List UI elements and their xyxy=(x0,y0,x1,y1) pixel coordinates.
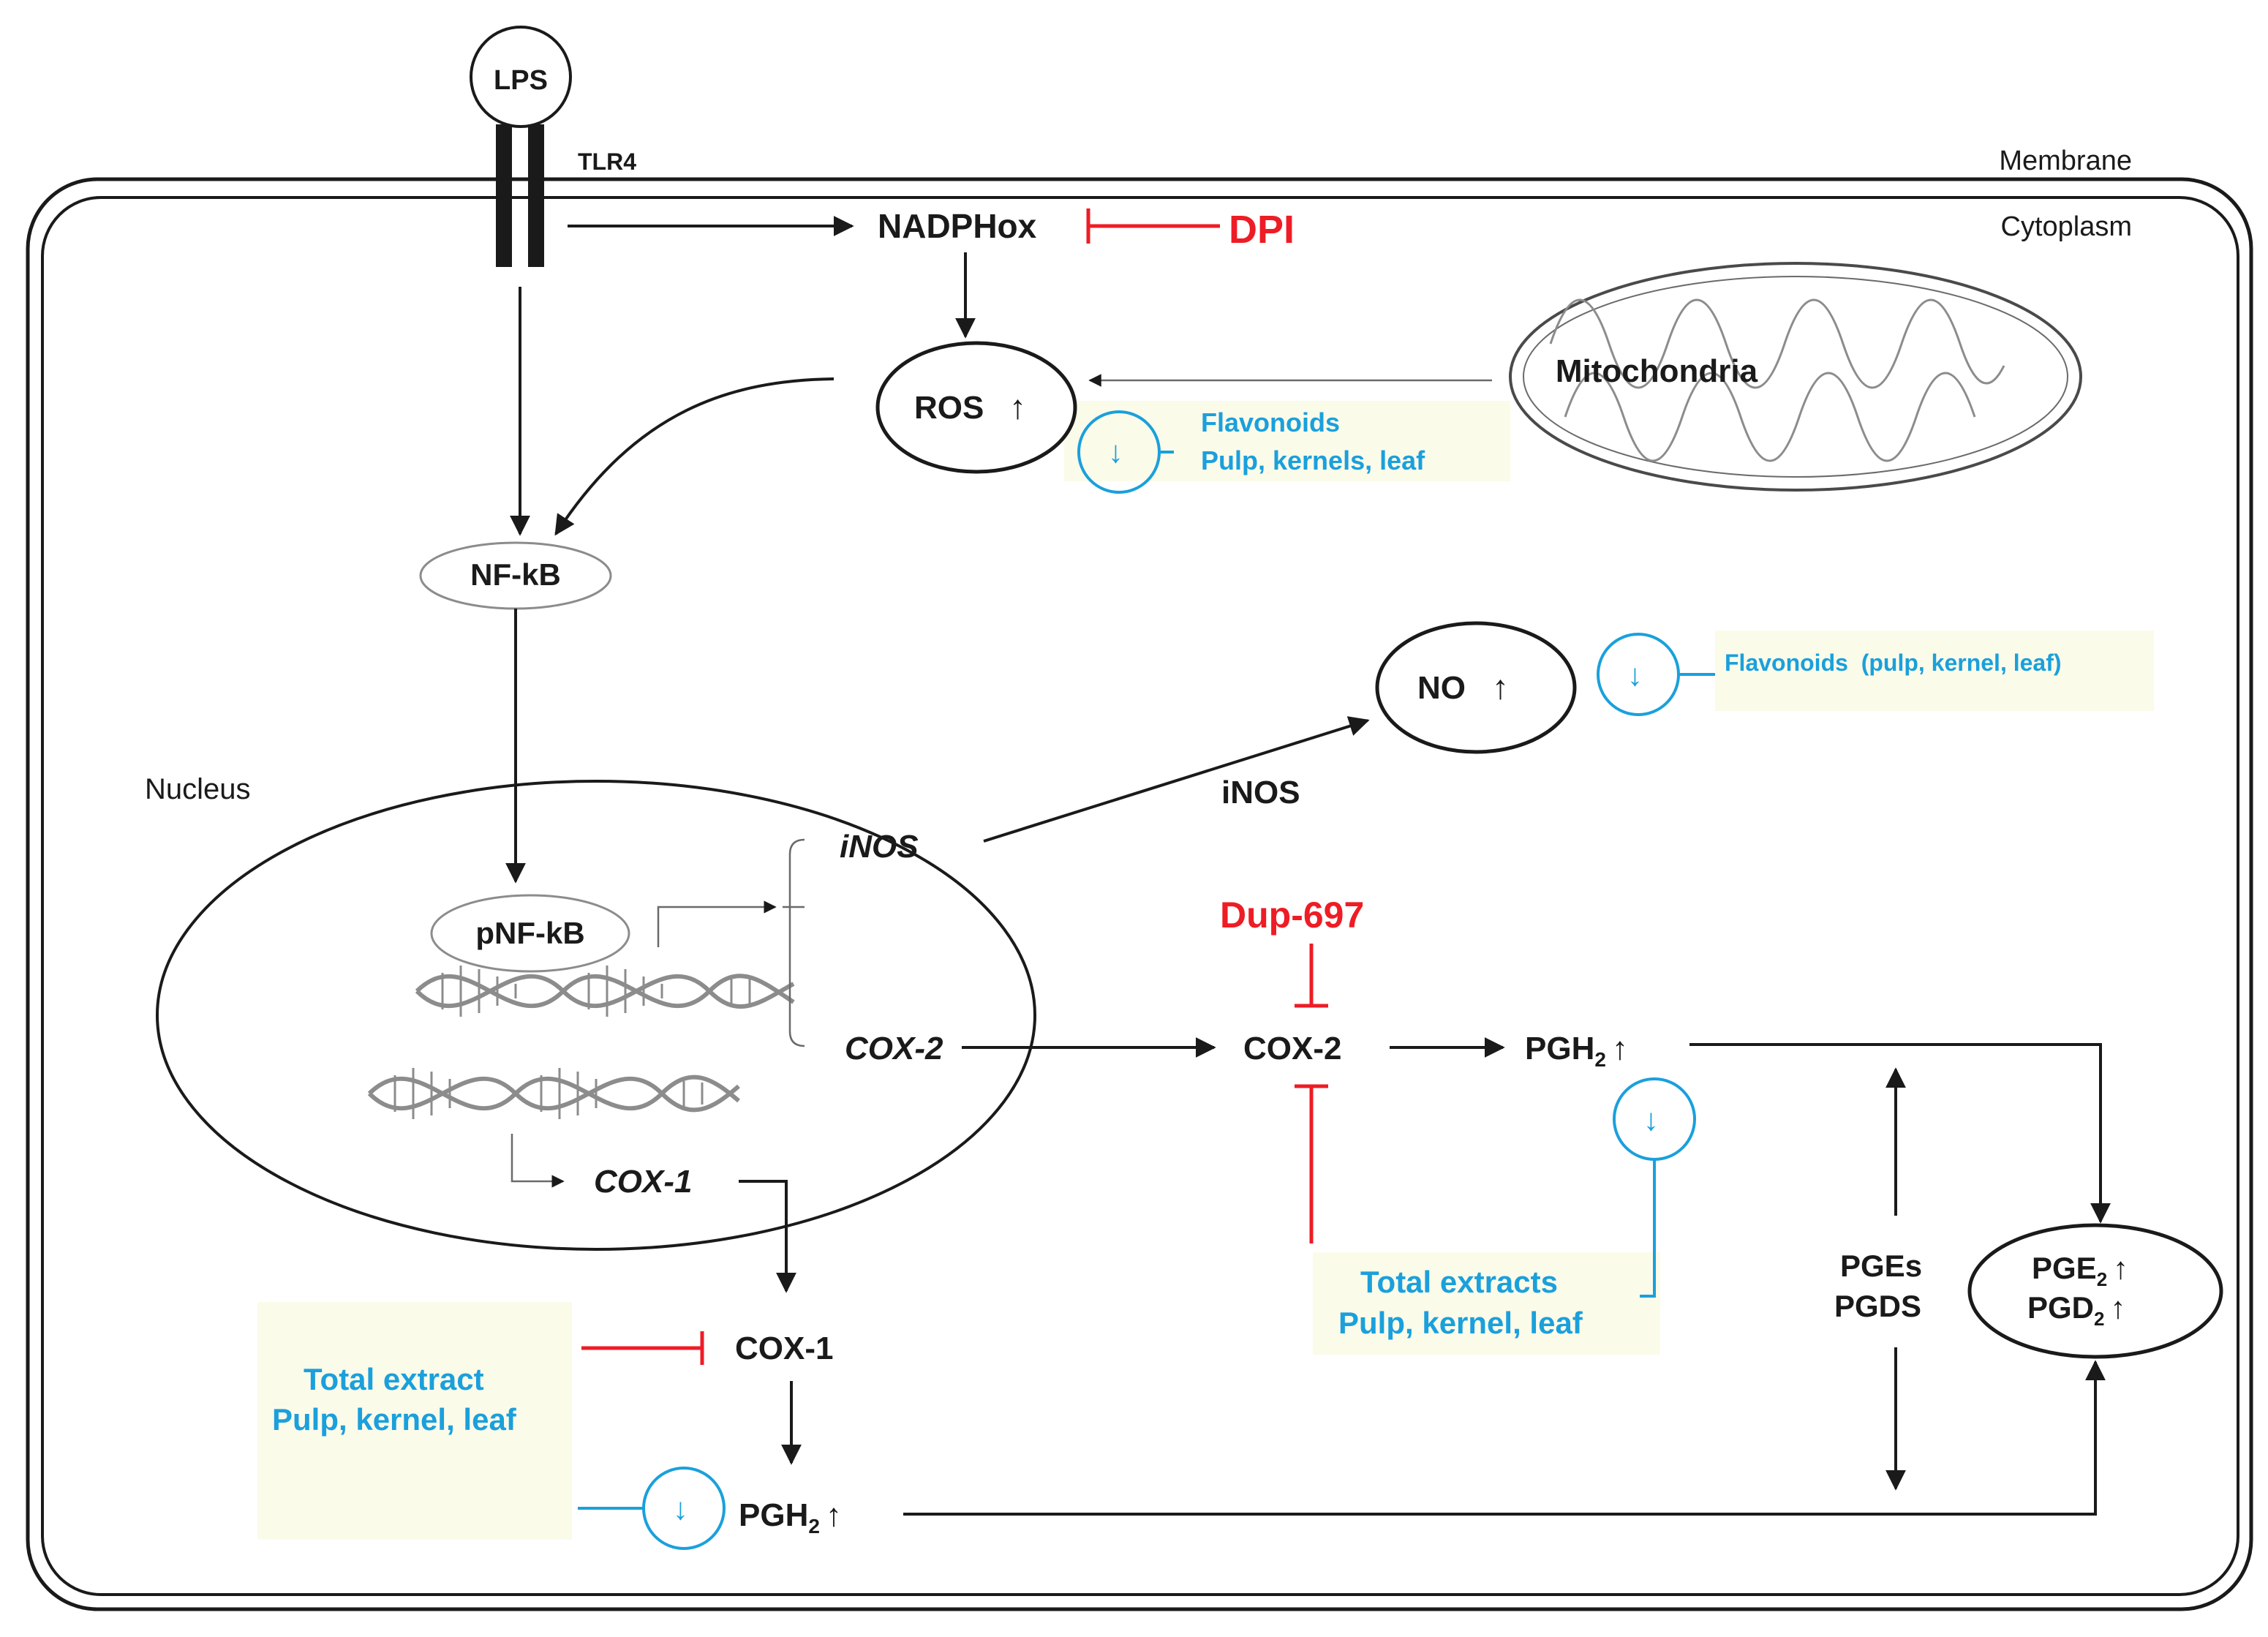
ros-up-arrow: ↑ xyxy=(1009,388,1026,426)
cox2-inhibitor-line1: Total extracts xyxy=(1360,1265,1558,1299)
cox2-inhibitor-line2: Pulp, kernel, leaf xyxy=(1338,1306,1583,1340)
membrane-outer xyxy=(26,177,2253,1611)
ros-node xyxy=(875,341,1077,474)
cox1-inhibitor-box xyxy=(257,1302,572,1540)
membrane-inner xyxy=(41,196,2239,1596)
pgh2-top-down-arrow: ↓ xyxy=(1643,1102,1659,1137)
pgh2-top-label: PGH2↑ xyxy=(1525,1031,1628,1071)
cox2-gene-label: COX-2 xyxy=(845,1031,943,1066)
tlr4-label: TLR4 xyxy=(578,148,636,175)
transcription-arrows xyxy=(511,374,1492,1188)
pge2-label: PGE2↑ xyxy=(2032,1251,2128,1290)
nadphox-label: NADPHox xyxy=(878,207,1037,245)
cytoplasm-label: Cytoplasm xyxy=(2001,211,2133,242)
dna-helix-upper xyxy=(415,966,795,1017)
no-up-arrow: ↑ xyxy=(1492,668,1509,706)
downregulation-markers xyxy=(578,410,1715,1550)
cox2-inhibitor-box xyxy=(1313,1252,1660,1355)
ros-inhibitor-line1: Flavonoids xyxy=(1201,407,1340,437)
pgds-label: PGDS xyxy=(1834,1289,1921,1323)
cox2-enzyme-label: COX-2 xyxy=(1243,1031,1341,1066)
ros-inhibitor-line2: Pulp, kernels, leaf xyxy=(1201,445,1425,475)
pnfkb-label: pNF-kB xyxy=(475,916,584,950)
pges-label: PGEs xyxy=(1840,1249,1922,1283)
cox1-inhibitor-line2: Pulp, kernel, leaf xyxy=(272,1402,517,1437)
dpi-label: DPI xyxy=(1229,208,1295,252)
no-inhibitor-box xyxy=(1715,631,2154,711)
cox1-enzyme-label: COX-1 xyxy=(735,1331,833,1366)
ros-inhibitor-box xyxy=(1064,401,1510,481)
ros-label: ROS xyxy=(914,390,984,426)
inos-gene-label: iNOS xyxy=(840,829,919,865)
nucleus-label: Nucleus xyxy=(145,773,251,805)
pgh2-bottom-down-arrow: ↓ xyxy=(673,1491,688,1526)
pnfkb-node xyxy=(430,894,630,973)
no-label: NO xyxy=(1417,670,1466,706)
nfkb-label: NF-kB xyxy=(470,557,561,592)
pgh2-bottom-label: PGH2↑ xyxy=(739,1497,842,1538)
ros-down-arrow: ↓ xyxy=(1108,434,1123,469)
no-inhibitor-label: Flavonoids (pulp, kernel, leaf) xyxy=(1725,650,2062,676)
lps-label: LPS xyxy=(494,65,548,96)
inos-enzyme-label: iNOS xyxy=(1221,775,1300,810)
tlr4-receptor-bar-left xyxy=(496,124,512,267)
membrane-label: Membrane xyxy=(1999,146,2132,176)
lps-ligand xyxy=(470,26,572,128)
dna-helix-lower xyxy=(367,1068,740,1119)
cox1-gene-label: COX-1 xyxy=(594,1164,692,1200)
cox1-inhibitor-line1: Total extract xyxy=(304,1362,484,1396)
pathway-arrows xyxy=(505,216,2111,1516)
inhibition-lines xyxy=(581,208,1328,1365)
mitochondria-shape xyxy=(1509,262,2082,492)
pge2-pgd2-node xyxy=(1967,1223,2223,1359)
no-down-arrow: ↓ xyxy=(1627,658,1643,692)
tlr4-receptor-bar-right xyxy=(528,124,544,267)
nucleus-envelope xyxy=(156,780,1036,1251)
dup697-label: Dup-697 xyxy=(1220,895,1364,936)
no-node xyxy=(1375,621,1577,754)
mitochondria-label: Mitochondria xyxy=(1556,353,1758,389)
pgd2-label: PGD2↑ xyxy=(2027,1290,2125,1330)
